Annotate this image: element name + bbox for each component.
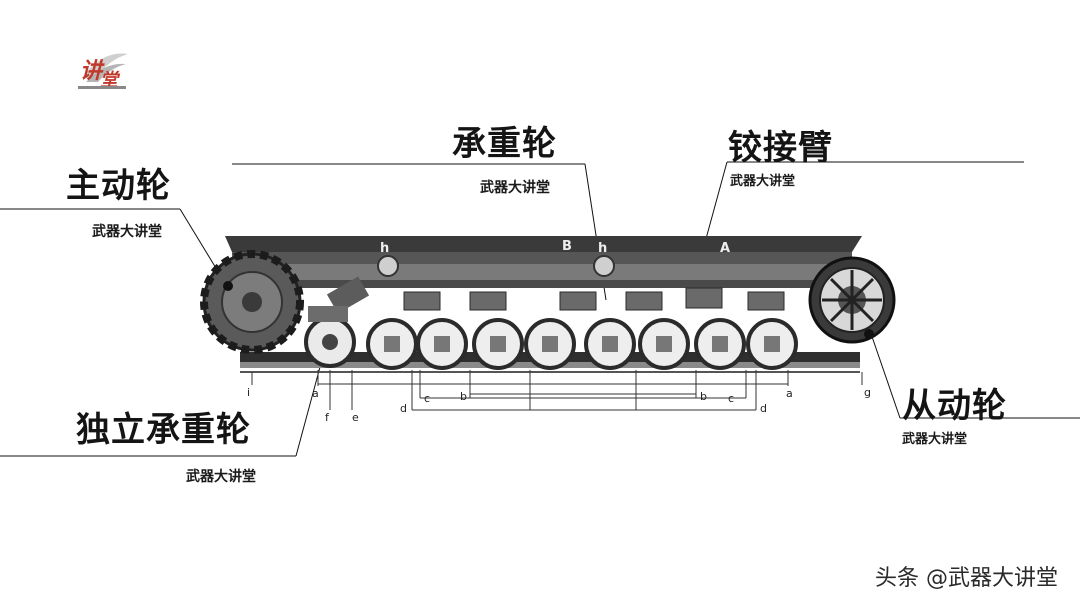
watermark: 头条 @武器大讲堂	[875, 566, 1058, 591]
diagram-letter-i: i	[247, 386, 250, 399]
tag-drive-wheel: 武器大讲堂	[92, 224, 162, 240]
diagram-letter-A: A	[720, 241, 730, 256]
diagram-letter-g: g	[864, 386, 871, 399]
label-hinge-arm: 铰接臂	[728, 128, 833, 168]
diagram-letter-a2: a	[786, 387, 793, 400]
return-rollers	[377, 255, 615, 277]
diagram-letter-c1: c	[424, 392, 430, 405]
diagram-letter-h1: h	[380, 241, 389, 256]
label-drive-wheel: 主动轮	[66, 166, 171, 206]
hinge-arms	[403, 287, 785, 311]
tag-road-wheel: 武器大讲堂	[480, 180, 550, 196]
label-independent-road-wheel: 独立承重轮	[76, 410, 251, 450]
svg-text:讲: 讲	[80, 58, 105, 84]
drive-wheel-drawing	[200, 250, 304, 354]
label-road-wheel: 承重轮	[452, 124, 557, 164]
idler-wheel-drawing	[808, 256, 896, 344]
diagram-letter-B: B	[562, 239, 572, 254]
diagram-letter-f: f	[325, 411, 330, 424]
diagram-letter-e: e	[352, 411, 359, 424]
diagram-letter-a1: a	[312, 387, 319, 400]
independent-wheel-drawing	[304, 276, 370, 368]
road-wheels	[366, 318, 798, 370]
tag-hinge-arm: 武器大讲堂	[730, 174, 796, 189]
channel-logo: 讲 堂	[78, 53, 128, 91]
label-idler-wheel: 从动轮	[902, 386, 1007, 426]
diagram-letter-h2: h	[598, 241, 607, 256]
diagram-letter-c2: c	[728, 392, 734, 405]
tag-idler-wheel: 武器大讲堂	[902, 432, 968, 447]
diagram-letter-d2: d	[760, 402, 767, 415]
measurement-lines	[251, 370, 863, 411]
diagram-letter-d1: d	[400, 402, 407, 415]
svg-text:堂: 堂	[100, 70, 121, 91]
diagram-letter-b1: b	[460, 390, 467, 403]
tag-independent-road-wheel: 武器大讲堂	[186, 469, 256, 485]
diagram-letter-b2: b	[700, 390, 707, 403]
